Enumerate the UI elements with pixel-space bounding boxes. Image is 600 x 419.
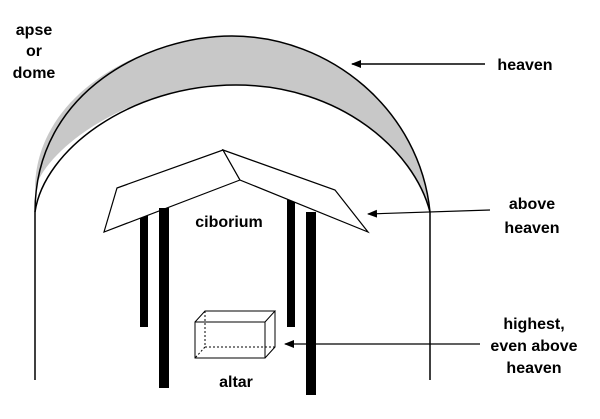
ciborium-canopy xyxy=(103,148,370,234)
column-front-right xyxy=(306,212,316,395)
apse-dome xyxy=(34,35,431,380)
label-highest-line3: heaven xyxy=(506,360,561,377)
column-back-right xyxy=(287,182,295,327)
label-heaven: heaven xyxy=(497,57,552,74)
label-highest-line1: highest, xyxy=(503,316,564,333)
label-above-heaven-line2: heaven xyxy=(504,220,559,237)
altar-front-face xyxy=(194,321,266,359)
label-above-heaven-line1: above xyxy=(509,196,555,213)
dome-inner-edge xyxy=(34,84,431,213)
altar-box xyxy=(194,310,277,359)
label-apse-line3: dome xyxy=(13,65,56,82)
altar-top-edges xyxy=(194,310,277,323)
arrow-above-heaven xyxy=(367,209,491,218)
column-back-left xyxy=(140,182,148,327)
column-front-left xyxy=(159,208,169,388)
label-apse-or-dome: apse or dome xyxy=(13,22,56,82)
label-highest-line2: even above xyxy=(490,338,577,355)
altar-right-edges xyxy=(264,311,276,359)
label-ciborium: ciborium xyxy=(195,214,263,231)
label-apse-line2: or xyxy=(26,43,42,60)
label-above-heaven: above heaven xyxy=(504,196,559,237)
label-altar: altar xyxy=(219,374,253,391)
canopy-right-plane xyxy=(221,148,370,234)
altar-hidden-corner xyxy=(194,346,206,359)
dome-band xyxy=(35,36,430,212)
ciborium-columns-front xyxy=(159,208,316,395)
label-apse-line1: apse xyxy=(16,22,53,39)
dome-outer-edge xyxy=(34,35,431,213)
ciborium-columns-back xyxy=(140,182,295,327)
label-highest: highest, even above heaven xyxy=(490,316,577,377)
